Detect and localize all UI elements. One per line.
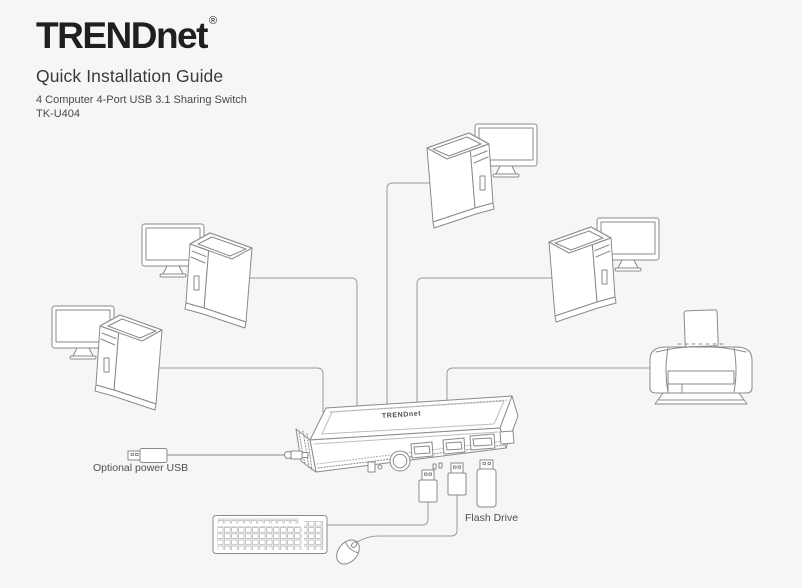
model-number: TK-U404 (36, 108, 81, 120)
guide-title: Quick Installation Guide (36, 66, 224, 86)
connection-line (416, 277, 561, 413)
power-usb-cable-icon (127, 448, 309, 463)
mouse-icon (336, 539, 360, 565)
printer-icon (649, 309, 753, 405)
connection-line (239, 277, 358, 413)
connection-line (446, 367, 661, 413)
device-cables (326, 493, 458, 543)
brand-row: TRENDnet ® (36, 15, 247, 56)
computer-top-center (427, 124, 537, 228)
header: TRENDnet ® Quick Installation Guide 4 Co… (36, 15, 247, 121)
connection-line (149, 367, 324, 413)
computer-left-lower (52, 306, 162, 410)
switch-select-button (389, 450, 411, 472)
flash-drive-icon (476, 459, 497, 508)
keyboard-icon (212, 515, 328, 554)
optional-power-usb-label: Optional power USB (93, 462, 188, 474)
keyboard-cable (326, 500, 429, 526)
mouse-cable (356, 493, 458, 543)
registered-mark-icon: ® (208, 15, 218, 27)
switch-power-port (367, 461, 443, 473)
switch-brand-label: TRENDnet (382, 410, 422, 420)
usb-sharing-switch-icon: TRENDnet (295, 395, 519, 473)
connection-line (386, 182, 441, 413)
product-name: 4 Computer 4-Port USB 3.1 Sharing Switch (36, 94, 247, 106)
switch-usb-ports (410, 430, 515, 459)
flash-drive-label: Flash Drive (465, 512, 518, 524)
trendnet-logo: TRENDnet (36, 15, 208, 56)
computer-right (549, 218, 659, 322)
connection-lines (149, 182, 661, 413)
computer-left-upper (142, 224, 252, 328)
